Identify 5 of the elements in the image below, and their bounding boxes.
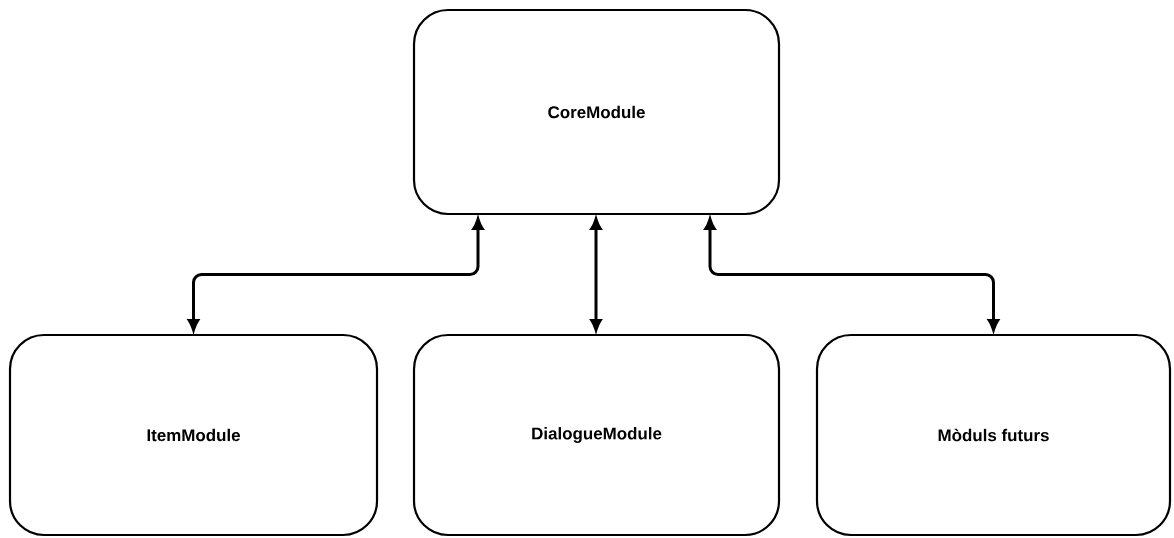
module-box: DialogueModule	[412, 333, 781, 537]
module-box: ItemModule	[8, 333, 379, 537]
module-box: CoreModule	[412, 8, 781, 216]
arrow	[590, 217, 602, 332]
module-box: Mòduls futurs	[815, 333, 1172, 537]
